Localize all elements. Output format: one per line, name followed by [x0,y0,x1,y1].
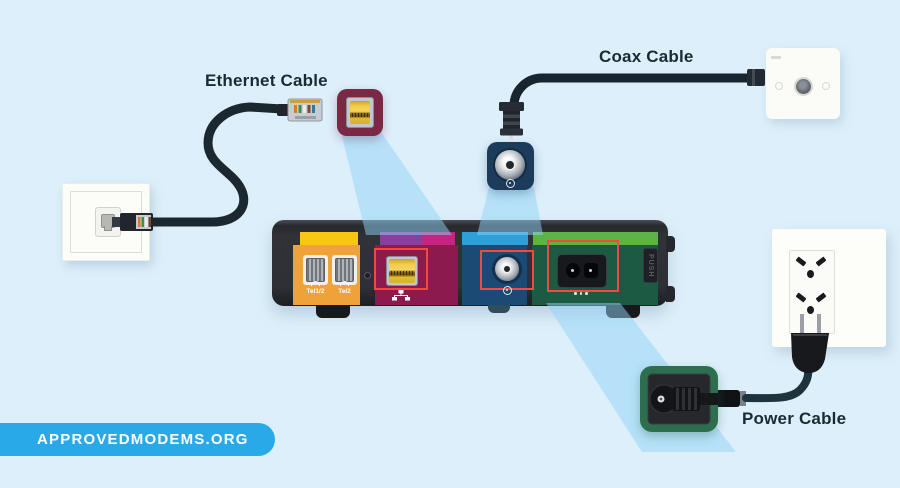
ethernet-port-pins [391,271,413,276]
coax-icon [503,286,512,295]
ethernet-cable-label: Ethernet Cable [205,71,328,90]
rj45-port-pins [352,112,368,117]
tel1-label: Tel1/2 [306,288,325,295]
modem-foot [316,304,350,318]
coax-connector-wall-icon [747,69,765,86]
power-inlet-hole [566,263,580,278]
reset-hole [364,272,371,279]
power-inlet-hole [584,263,598,278]
coax-icon [506,179,515,188]
ethernet-zoom-beam [341,132,452,235]
modem-rear-panel: Tel1/2 Tel2 PUSH [272,220,675,318]
ethernet-section-strip-purple [380,232,422,245]
power-dots-icon [574,292,588,295]
power-outlet-plate [772,229,886,347]
phone-icon [340,281,349,286]
coax-cable-label: Coax Cable [599,47,694,66]
wall-jack-port-tab [104,226,112,231]
c7-power-plug-icon [647,373,718,425]
coax-cable [509,73,760,111]
ethernet-section-strip-magenta [422,232,455,245]
ethernet-port-highlight [374,248,428,290]
coax-port-callout [487,142,534,190]
power-cable-connector [714,390,746,407]
phone-icon [311,281,320,286]
coax-wall-plate [766,48,840,119]
ethernet-port [386,256,418,286]
tel1-port [303,255,328,285]
rj45-connector-icon [277,98,323,122]
coax-zoom-beam [477,187,543,235]
screw-icon [775,82,783,90]
power-cable [742,363,813,403]
power-plug-icon [791,314,829,374]
screw-icon [822,82,830,90]
coax-connector-icon [499,102,524,143]
ethernet-cable [147,102,287,227]
watermark-badge: APPROVEDMODEMS.ORG [0,423,275,456]
rj45-port-gold [350,101,370,124]
socket-ground-hole [807,270,814,278]
tel2-label: Tel2 [338,288,351,295]
coax-port [495,257,519,281]
modem-side-tab [666,236,675,252]
power-cable-label: Power Cable [742,409,847,428]
push-button: PUSH [643,248,658,283]
modem-foot [488,304,510,313]
watermark-text: APPROVEDMODEMS.ORG [37,431,249,448]
rj45-connector-icon [112,213,153,231]
socket-ground-hole [807,306,814,314]
power-inlet-highlight [547,240,619,292]
power-inlet [557,254,607,288]
power-port-callout [640,366,718,432]
ethernet-port-gold [389,259,415,283]
wall-jack-port [95,207,121,237]
ethernet-port-callout [337,89,383,136]
phone-section-strip [300,232,358,245]
modem-side-tab [666,286,675,302]
coax-section-strip [462,232,528,245]
wall-plate-print [771,56,781,59]
ethernet-network-icon [392,290,410,301]
tel2-port [332,255,357,285]
coax-wall-connector [796,79,811,94]
coax-f-connector-icon [495,150,525,180]
rj45-port-icon [346,97,374,128]
